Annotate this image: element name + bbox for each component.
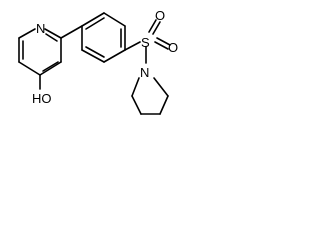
bond-pyr-3 xyxy=(39,61,62,76)
bond-benz-2 xyxy=(103,12,126,27)
bond-pyrrol-5 xyxy=(153,77,169,97)
bond-ring-link xyxy=(60,25,83,39)
bond-pyrrol-1 xyxy=(131,77,140,97)
bond-s-o-top-a xyxy=(148,19,157,33)
atom-oxygen-bottom: O xyxy=(168,40,178,55)
bond-benz-1 xyxy=(81,12,105,27)
atom-pyridine-n: N xyxy=(36,21,45,36)
bond-s-o-right-a xyxy=(156,37,171,46)
bond-benz-4 xyxy=(103,49,126,63)
atom-sulfur: S xyxy=(141,35,150,50)
bond-pyr-5 xyxy=(44,28,62,39)
bond-pyrrol-4 xyxy=(159,95,169,115)
atom-hydroxyl: HO xyxy=(32,91,52,106)
bond-c-s xyxy=(124,41,141,51)
bond-benz-double-1 xyxy=(85,17,105,30)
bond-pyrrol-2 xyxy=(131,95,142,115)
atom-oxygen-top: O xyxy=(155,8,165,23)
bond-pyr-double-3 xyxy=(45,33,58,42)
atom-pyrrolidine-n: N xyxy=(140,65,149,80)
bond-pyr-6 xyxy=(18,28,36,39)
bond-benz-5 xyxy=(81,49,105,63)
bond-s-o-right-b xyxy=(154,41,169,50)
bond-s-o-top-b xyxy=(152,21,161,35)
bond-benz-double-3 xyxy=(85,46,105,58)
bond-pyr-2 xyxy=(18,61,41,76)
structure-diagram: N HO S O O N xyxy=(18,8,178,115)
molecule-canvas: N HO S O O N xyxy=(0,0,223,130)
bond-pyr-double-2 xyxy=(42,61,59,72)
